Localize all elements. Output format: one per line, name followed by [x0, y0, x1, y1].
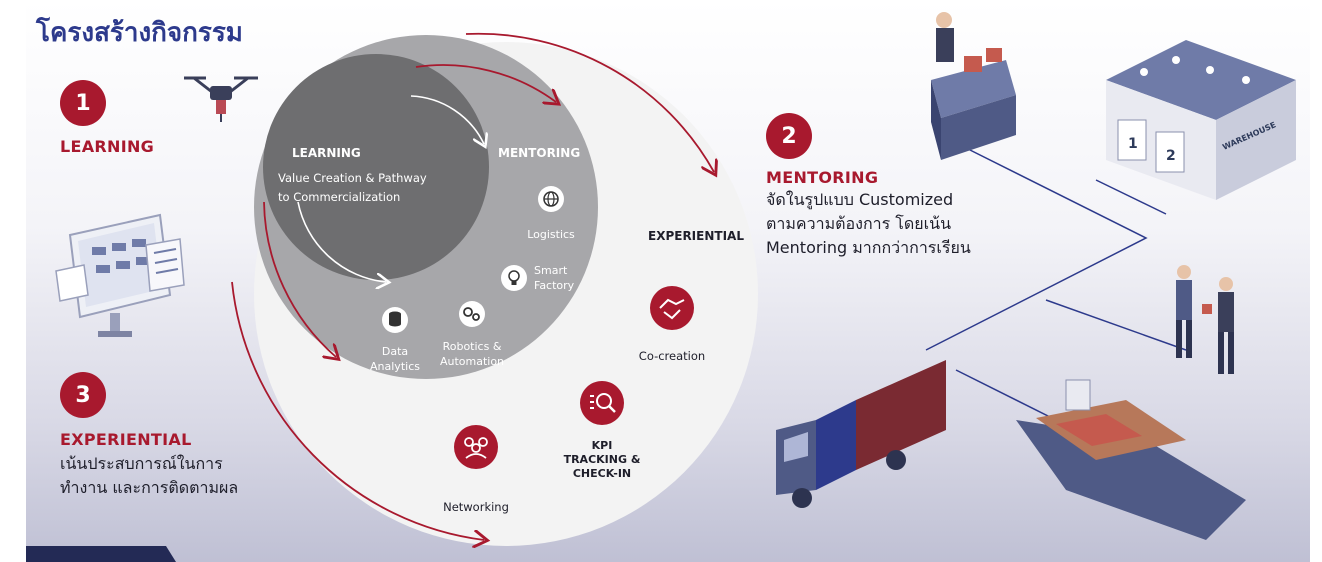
lightbulb-icon	[508, 270, 520, 285]
warehouse-illustration: 1 2 WAREHOUSE	[1106, 40, 1296, 200]
mentoring-item-robotics: Robotics & Automation	[440, 301, 504, 368]
step-3-line-1: เน้นประสบการณ์ในการ	[60, 454, 223, 473]
step-3-text: เน้นประสบการณ์ในการ ทำงาน และการติดตามผล	[60, 452, 238, 500]
truck-illustration	[776, 360, 946, 508]
people-icon	[464, 437, 488, 459]
step-3-badge: 3	[60, 372, 106, 418]
step-2-heading: MENTORING	[766, 168, 879, 187]
data-analytics-label-2: Analytics	[370, 360, 420, 373]
shop-counter-illustration	[931, 12, 1016, 160]
door-1-number: 1	[1128, 136, 1138, 152]
mentoring-item-data-analytics: Data Analytics	[370, 307, 420, 373]
logistics-illustration: 1 2 WAREHOUSE	[776, 12, 1296, 540]
planning-board-illustration	[55, 213, 185, 337]
step-3-line-2: ทำงาน และการติดตามผล	[60, 478, 239, 497]
learning-text-line-1: Value Creation & Pathway	[278, 171, 427, 185]
kpi-label-2: TRACKING &	[564, 453, 641, 466]
mentoring-item-smart-factory: Smart Factory	[501, 264, 575, 292]
experiential-item-networking: Networking	[443, 425, 509, 514]
robotics-label-1: Robotics &	[443, 340, 502, 353]
kpi-label-3: CHECK-IN	[573, 467, 631, 480]
experiential-item-co-creation: Co-creation	[639, 286, 705, 363]
smart-factory-label-2: Factory	[534, 279, 575, 292]
step-1-badge: 1	[60, 80, 106, 126]
footer-tab	[26, 546, 176, 562]
learning-text-line-2: to Commercialization	[278, 190, 400, 204]
experiential-item-kpi: KPI TRACKING & CHECK-IN	[564, 381, 641, 480]
kpi-icon	[590, 393, 616, 413]
network-lines	[925, 147, 1187, 441]
robotics-label-2: Automation	[440, 355, 504, 368]
handshake-icon	[659, 298, 685, 320]
kpi-label-1: KPI	[592, 439, 613, 452]
step-2-line-2: ตามความต้องการ โดยเน้น	[766, 214, 952, 233]
step-2-badge: 2	[766, 113, 812, 159]
globe-icon	[543, 191, 559, 207]
step-2-line-3: Mentoring มากกว่าการเรียน	[766, 238, 971, 257]
page-title: โครงสร้างกิจกรรม	[36, 18, 243, 48]
door-2-number: 2	[1166, 148, 1176, 164]
drone-illustration	[184, 76, 258, 122]
cargo-ship-illustration	[1016, 379, 1246, 540]
step-2-text: จัดในรูปแบบ Customized ตามความต้องการ โด…	[766, 188, 971, 260]
business-people-illustration	[1176, 265, 1234, 374]
step-2-line-1: จัดในรูปแบบ Customized	[766, 190, 954, 209]
smart-factory-label-1: Smart	[534, 264, 568, 277]
step-1-heading: LEARNING	[60, 137, 155, 156]
logistics-label: Logistics	[527, 228, 575, 241]
activity-structure-panel: โครงสร้างกิจกรรม 1 LEARNING 3 EXPERIENTI…	[26, 0, 1310, 562]
co-creation-label: Co-creation	[639, 349, 705, 363]
database-icon	[389, 311, 401, 327]
networking-label: Networking	[443, 500, 509, 514]
gears-icon	[463, 307, 480, 321]
step-3-heading: EXPERIENTIAL	[60, 430, 192, 449]
data-analytics-label-1: Data	[382, 345, 408, 358]
activity-diagram: LEARNING Value Creation & Pathway to Com…	[231, 32, 758, 552]
mentoring-item-logistics: Logistics	[527, 186, 575, 241]
experiential-heading: EXPERIENTIAL	[648, 229, 744, 243]
learning-heading: LEARNING	[292, 146, 361, 160]
learning-core	[263, 54, 489, 280]
mentoring-heading: MENTORING	[498, 146, 580, 160]
